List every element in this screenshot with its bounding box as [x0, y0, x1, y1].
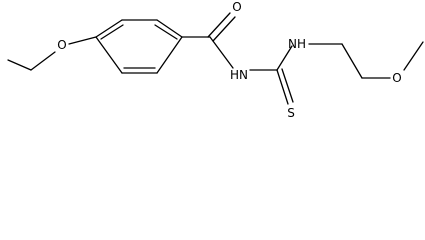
bond-c-s-double-1: [276, 69, 289, 105]
atom-o-methoxy: O: [392, 71, 401, 85]
bond-carbonyl-nh: [209, 36, 234, 69]
bonds: [7, 12, 424, 105]
ring-bond-3: [156, 19, 183, 38]
ring-bond-3-inner: [154, 24, 178, 40]
atom-labels: O O HN NH S O: [57, 0, 401, 120]
ring-bond-6: [95, 36, 123, 74]
atom-nh-thiourea: NH: [288, 37, 306, 51]
ring-bond-1: [95, 19, 123, 38]
bond-thiocarbonyl-nh: [276, 45, 293, 71]
bond-c-o-double-2: [212, 16, 236, 42]
ring-bond-4: [156, 36, 183, 74]
chemical-structure: O O HN NH S O: [7, 0, 424, 120]
ring-bond-1-inner: [100, 24, 124, 40]
atom-nh-amide: HN: [230, 68, 248, 82]
bond-ch3-ch2: [7, 59, 32, 71]
atom-o-ether: O: [57, 38, 66, 52]
bond-c-s-double-2: [281, 68, 294, 103]
bond-ch2-ch2: [341, 43, 363, 79]
bond-c-o-double-1: [207, 12, 231, 38]
bond-o-ether-ring: [68, 36, 97, 45]
bond-o-methoxy-ch3: [403, 41, 424, 71]
atom-o-carbonyl: O: [232, 0, 241, 14]
bond-ch2-o-ether: [30, 51, 56, 71]
atom-s: S: [287, 106, 295, 120]
